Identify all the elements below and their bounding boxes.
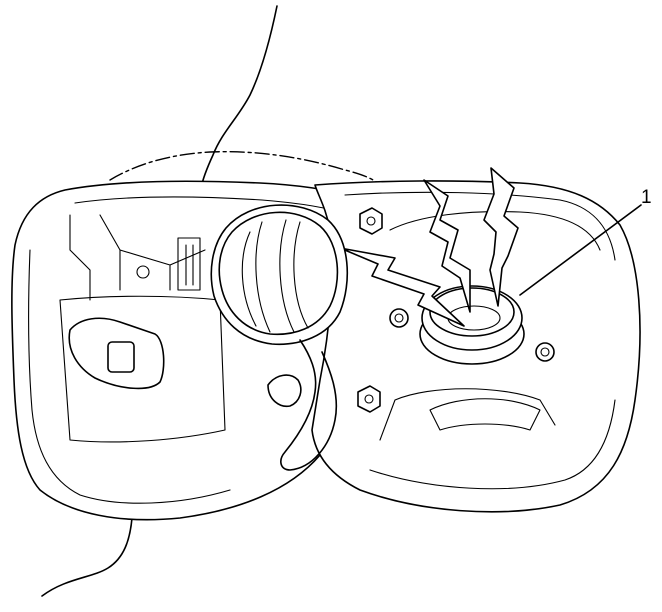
body-outline-dashed [109, 151, 381, 186]
callout-label-1: 1 [641, 187, 652, 208]
fuel-door-rib [99, 214, 206, 291]
pocket-recess [429, 398, 541, 431]
lightning-bolts [339, 167, 519, 327]
top-cable [200, 5, 278, 189]
fuel-cap-grip-1 [241, 231, 257, 327]
grommet-right [535, 342, 555, 362]
fuel-cap [210, 204, 349, 346]
fuel-cap-grip-2 [255, 221, 271, 333]
lightning-bolt-right [483, 167, 519, 307]
filler-neck-body [421, 285, 523, 351]
pocket-ledge [379, 211, 601, 441]
fuel-door-inner-frame [59, 214, 226, 443]
cap-holder-slot [107, 341, 135, 373]
fuel-cap-face [218, 211, 339, 336]
lightning-bolt-left [339, 247, 465, 327]
door-hinge-hole [136, 265, 150, 279]
mounting-bolt-bottom [357, 385, 381, 413]
mounting-bolt-top [359, 207, 383, 235]
callout-leader-line [519, 204, 642, 296]
door-slot [177, 237, 201, 291]
pocket-inner-rim [344, 191, 616, 490]
bottom-cable [41, 517, 133, 597]
cap-tether [280, 339, 338, 471]
tether-clip [267, 374, 302, 408]
fuel-filler-neck [419, 285, 525, 365]
fuel-cap-grip-4 [293, 221, 309, 329]
cap-holder [68, 317, 165, 390]
grommet-left [389, 308, 409, 328]
lightning-bolt-center [423, 179, 471, 313]
filler-neck-mouth [429, 287, 515, 337]
fuel-cap-grip-3 [279, 219, 295, 333]
